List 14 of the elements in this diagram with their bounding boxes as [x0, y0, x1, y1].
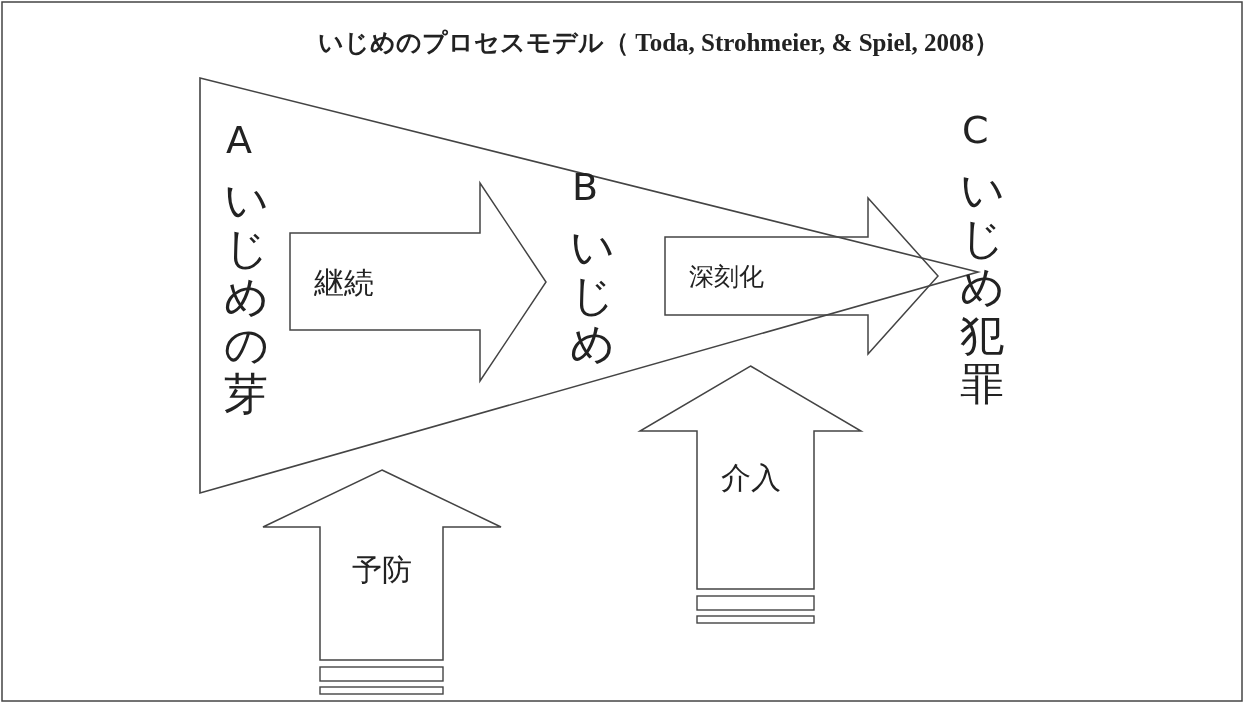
block-arrow [290, 183, 546, 381]
arrow-label: 深刻化 [689, 260, 764, 293]
stage-letter: C [962, 108, 989, 152]
stage-letter: A [226, 118, 252, 162]
stage-letter: B [572, 165, 599, 209]
arrow-label: 継続 [314, 263, 374, 302]
stage-label: いじめ [570, 223, 614, 369]
diagram-title: いじめのプロセスモデル（ Toda, Strohmeier, & Spiel, 2008） [318, 28, 999, 58]
block-arrow [665, 198, 938, 354]
arrow-label: 介入 [719, 459, 782, 497]
up-block-arrow [263, 470, 501, 695]
stage-label: いじめ犯罪 [960, 166, 1004, 408]
arrow-label: 予防 [351, 551, 413, 589]
stage-label: いじめの芽 [224, 176, 268, 418]
